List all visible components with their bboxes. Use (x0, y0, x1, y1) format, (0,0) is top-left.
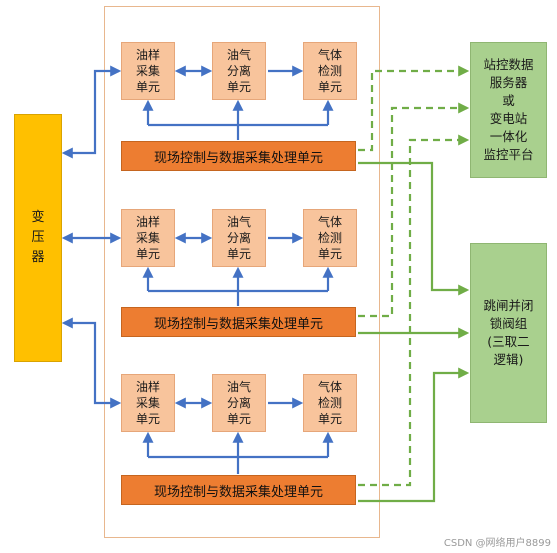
oil-sampling-unit-3: 油样 采集 单元 (121, 374, 175, 432)
data-link-2 (358, 102, 470, 318)
station-server-box: 站控数据 服务器 或 变电站 一体化 监控平台 (470, 42, 547, 178)
group-frame (104, 6, 380, 538)
oil-gas-separation-unit-3: 油气 分离 单元 (212, 374, 266, 432)
transformer-link-3 (61, 317, 122, 409)
trip-link-1 (358, 161, 470, 296)
data-link-1 (358, 65, 470, 152)
gas-detection-unit-1: 气体 检测 单元 (303, 42, 357, 100)
oil-gas-separation-unit-1: 油气 分离 单元 (212, 42, 266, 100)
processing-unit-3: 现场控制与数据采集处理单元 (121, 475, 356, 505)
gas-detection-unit-2: 气体 检测 单元 (303, 209, 357, 267)
processing-unit-2: 现场控制与数据采集处理单元 (121, 307, 356, 337)
trip-lock-valve-box: 跳闸并闭 锁阀组 (三取二 逻辑) (470, 243, 547, 423)
oil-gas-separation-unit-2: 油气 分离 单元 (212, 209, 266, 267)
oil-sampling-unit-2: 油样 采集 单元 (121, 209, 175, 267)
gas-detection-unit-3: 气体 检测 单元 (303, 374, 357, 432)
transformer-box: 变 压 器 (14, 114, 62, 362)
processing-unit-1: 现场控制与数据采集处理单元 (121, 141, 356, 171)
data-link-3 (358, 134, 470, 487)
watermark: CSDN @网络用户8899 (443, 538, 551, 549)
trip-link-3 (358, 367, 470, 503)
oil-sampling-unit-1: 油样 采集 单元 (121, 42, 175, 100)
transformer-link-1 (61, 65, 122, 159)
